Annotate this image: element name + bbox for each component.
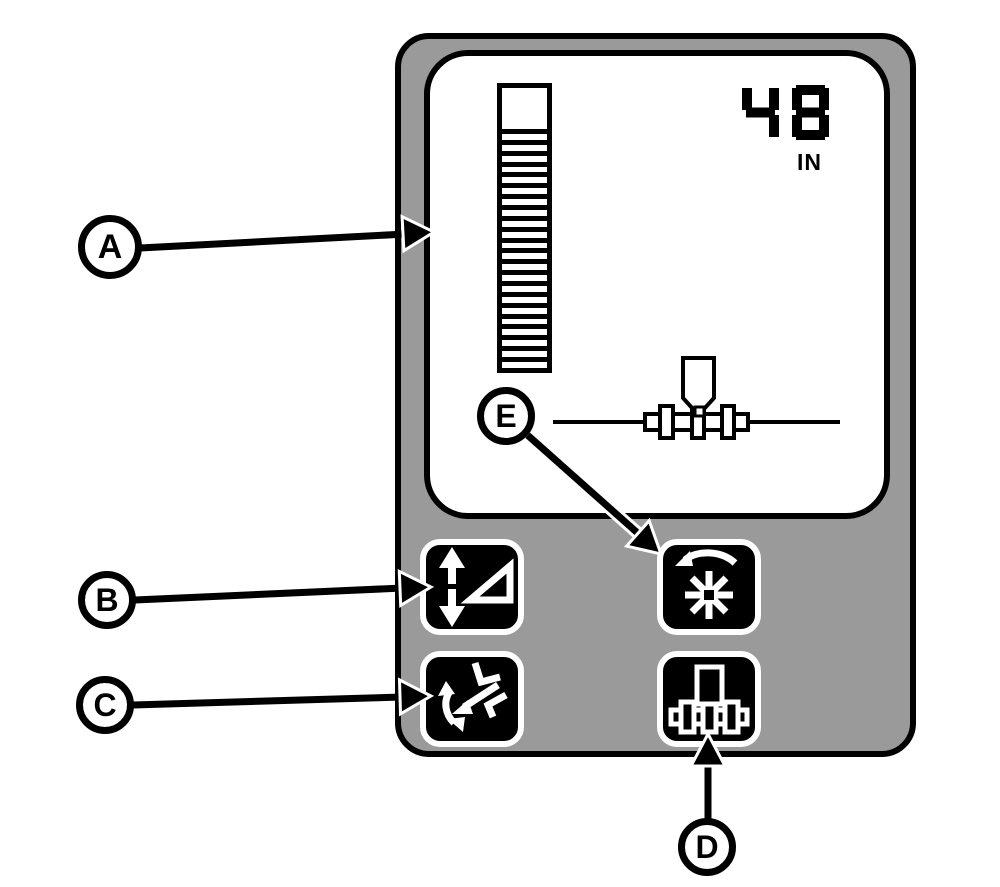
callout-arrow-a <box>139 214 438 254</box>
bar-segment <box>502 215 547 227</box>
bar-segment <box>502 129 547 140</box>
bar-segment <box>502 324 547 335</box>
seven-segment-digit <box>792 85 829 140</box>
height-bar-graph <box>497 83 552 373</box>
callout-a-label: A <box>97 227 123 266</box>
readout-unit-label: IN <box>797 149 822 175</box>
bar-segment <box>502 346 547 357</box>
callout-e-label: E <box>495 397 517 434</box>
bar-segment <box>502 172 547 183</box>
bar-segment <box>502 357 547 368</box>
callout-arrow-c <box>132 677 435 717</box>
bar-segment <box>502 183 547 194</box>
implement-pictograph <box>553 356 840 440</box>
bar-segment <box>502 161 547 173</box>
callout-b: B <box>78 571 136 629</box>
rotor-speed-button[interactable] <box>657 539 761 635</box>
rotor-spokes-rotation-icon <box>675 549 738 619</box>
bar-segment <box>502 226 547 238</box>
bar-segment <box>502 150 547 162</box>
height-sensitivity-button[interactable] <box>420 539 524 635</box>
seven-segment-readout <box>742 85 829 140</box>
seven-segment-digit <box>742 88 779 137</box>
bar-segment <box>502 313 547 325</box>
toolbar-implement-icon <box>668 664 750 735</box>
callout-c: C <box>76 676 134 734</box>
hopper-stem <box>693 405 706 418</box>
implement-height-button[interactable] <box>657 651 761 747</box>
bar-segment <box>502 302 547 314</box>
bar-segment <box>502 259 547 270</box>
tilt-adjust-button[interactable] <box>420 651 524 747</box>
bar-graph-segments <box>502 129 547 368</box>
callout-d: D <box>678 818 736 876</box>
bar-segment <box>502 291 547 303</box>
callout-a: A <box>78 215 142 279</box>
callout-e: E <box>477 387 535 445</box>
bar-segment <box>502 194 547 205</box>
toolbar-bracket <box>658 404 675 440</box>
callout-c-label: C <box>93 686 117 723</box>
callout-d-label: D <box>695 828 719 865</box>
bar-segment <box>502 237 547 249</box>
updown-arrow-wedge-icon <box>439 547 514 627</box>
bar-segment <box>502 270 547 281</box>
bar-segment <box>502 205 547 216</box>
bar-segment <box>502 281 547 292</box>
tilt-diagonal-arrow-icon <box>438 661 508 732</box>
bar-segment <box>502 248 547 259</box>
bar-segment <box>502 139 547 151</box>
hopper <box>681 356 716 411</box>
toolbar-bracket <box>720 404 736 440</box>
callout-arrow-b <box>134 568 435 609</box>
callout-b-label: B <box>95 581 119 618</box>
bar-segment <box>502 335 547 346</box>
bar-graph-empty-segment <box>502 88 547 129</box>
